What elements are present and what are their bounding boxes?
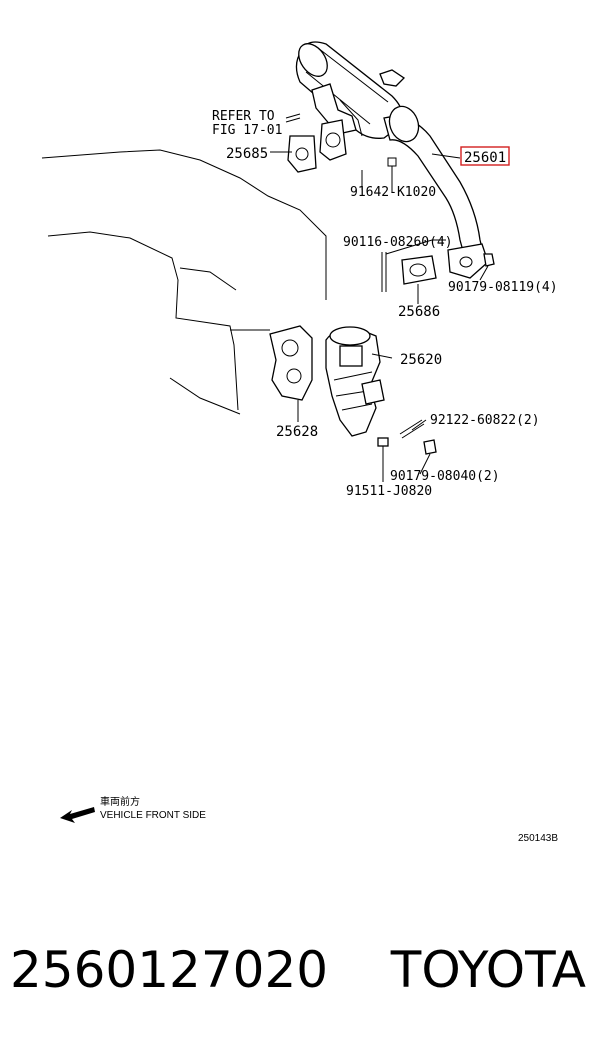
brand-name: TOYOTA <box>390 941 586 999</box>
label-25628[interactable]: 25628 <box>276 424 318 440</box>
part-number: 2560127020 <box>10 941 329 999</box>
footer: 2560127020 TOYOTA <box>0 935 600 1005</box>
leader-lines <box>270 151 489 482</box>
label-refer-line1: REFER TO <box>212 109 275 124</box>
vehicle-front-jp: 車両前方 <box>100 795 140 808</box>
front-arrow-icon <box>60 807 95 823</box>
bolt-92122 <box>399 419 425 439</box>
bolt-91511 <box>377 437 389 472</box>
highlight-box-25601 <box>460 146 510 166</box>
stud-90116 <box>381 252 387 292</box>
stud-refer <box>285 113 301 123</box>
egr-cooler <box>295 41 406 139</box>
label-91511[interactable]: 91511-J0820 <box>346 484 432 499</box>
label-25685[interactable]: 25685 <box>226 146 268 162</box>
nut-90179-08040 <box>423 439 437 455</box>
label-91642[interactable]: 91642-K1020 <box>350 185 436 200</box>
diagram-ref-code: 250143B <box>518 833 558 844</box>
vehicle-front-en: VEHICLE FRONT SIDE <box>100 810 206 821</box>
label-refer-line2: FIG 17-01 <box>212 123 282 138</box>
label-92122[interactable]: 92122-60822(2) <box>430 413 540 428</box>
bolt-91642 <box>361 157 397 190</box>
nut-90179-08119 <box>483 253 495 267</box>
parts-diagram: REFER TO FIG 17-01 25685 25601 91642-K10… <box>41 41 558 844</box>
label-90179-08119[interactable]: 90179-08119(4) <box>448 280 558 295</box>
egr-valve-25620 <box>325 326 385 437</box>
label-25601[interactable]: 25601 <box>464 150 506 166</box>
label-25686[interactable]: 25686 <box>398 304 440 320</box>
egr-pipe-25601 <box>383 105 489 279</box>
label-90116[interactable]: 90116-08260(4) <box>343 235 453 250</box>
engine-block-outline <box>41 149 327 415</box>
label-90179-08040[interactable]: 90179-08040(2) <box>390 469 500 484</box>
gasket-25686 <box>401 255 437 285</box>
label-25620[interactable]: 25620 <box>400 352 442 368</box>
gasket-25685 <box>287 119 347 173</box>
gasket-25628 <box>269 325 313 401</box>
